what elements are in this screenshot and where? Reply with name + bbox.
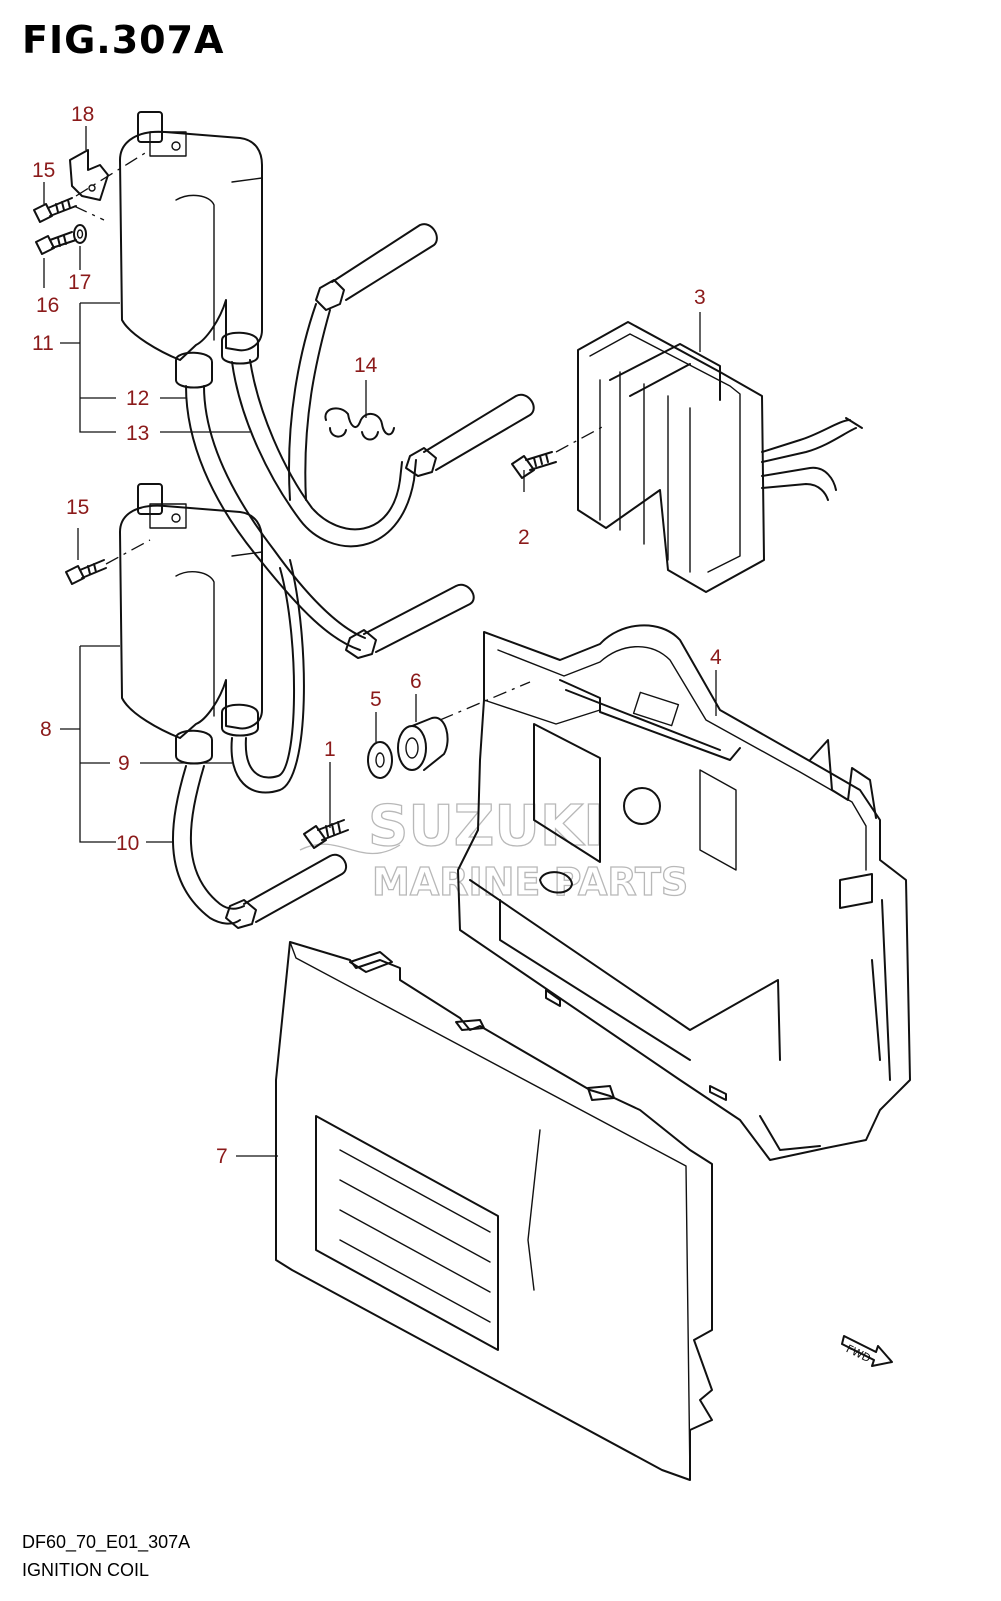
callout-6: 6 [410,670,422,693]
upper-plug-cap-1 [331,223,438,301]
callout-11: 11 [32,332,54,355]
figure-title: FIG.307A [22,18,225,62]
upper-ignition-coil [69,111,535,651]
upper-lead-13 [231,361,417,548]
model-code: DF60_70_E01_307A [22,1532,191,1552]
fwd-arrow: FWD [841,1335,893,1367]
lower-ignition-coil [119,483,475,929]
washer-17 [73,224,87,244]
lower-lead-10 [171,765,241,925]
housing-4 [439,624,911,1161]
callout-5: 5 [370,688,382,711]
callout-2: 2 [518,526,530,549]
callout-16: 16 [36,294,59,317]
screw-2 [511,425,605,479]
watermark: SUZUKI MARINE PARTS [299,793,689,905]
cover-7 [275,941,713,1481]
callout-12: 12 [126,387,149,410]
watermark-line2: MARINE PARTS [372,860,688,904]
upper-lead-12 [185,385,361,651]
figure-caption: IGNITION COIL [22,1560,150,1580]
callout-3: 3 [694,286,706,309]
callout-15-lower: 15 [66,496,89,519]
leader-lines [43,126,717,1157]
fwd-label: FWD [844,1342,873,1365]
callout-1: 1 [324,738,336,761]
callout-numbers: 18 15 16 17 11 12 13 14 15 8 9 10 1 5 6 … [32,103,722,1168]
lower-plug-cap [243,853,348,923]
callout-13: 13 [126,422,149,445]
callout-10: 10 [116,832,139,855]
callout-17: 17 [68,271,91,294]
washer-5 [367,741,393,779]
upper-fasteners [33,149,151,255]
callout-15-upper: 15 [32,159,55,182]
lower-lead-9 [230,559,305,794]
callout-7: 7 [216,1145,228,1168]
upper-coil-body [119,130,263,361]
lower-fasteners [65,539,151,585]
watermark-line1: SUZUKI [368,794,604,859]
component-3 [577,321,863,593]
bolt-1 [303,825,327,849]
upper-plug-cap-2 [423,393,535,471]
middle-plug-cap [363,583,475,653]
small-parts [303,716,449,849]
clip-14 [324,407,395,441]
callout-14: 14 [354,354,378,377]
callout-18: 18 [71,103,94,126]
bracket-18-shape [69,149,109,201]
grommet-6 [397,725,427,771]
lower-coil-body [119,504,263,739]
callout-4: 4 [710,646,722,669]
callout-8: 8 [40,718,52,741]
callout-9: 9 [118,752,130,775]
